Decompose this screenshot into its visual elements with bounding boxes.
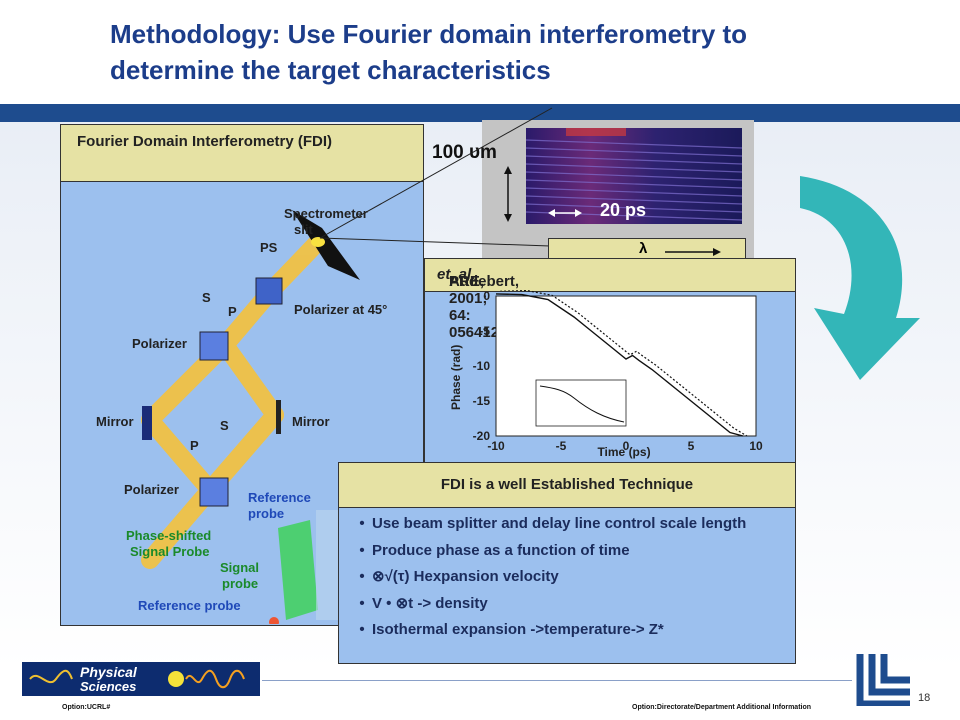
x-tick-label: 5 bbox=[688, 439, 695, 453]
technique-bullet-list: •Use beam splitter and delay line contro… bbox=[352, 514, 746, 647]
bullet-item: •Use beam splitter and delay line contro… bbox=[359, 515, 747, 532]
label-phase-shifted-1: Phase-shifted bbox=[126, 528, 211, 543]
page-number: 18 bbox=[918, 692, 931, 704]
footer-right-text: Option:Directorate/Department Additional… bbox=[632, 704, 812, 711]
bullet-item: •V • ⊗t -> density bbox=[359, 594, 488, 612]
label-p-mid: P bbox=[190, 438, 199, 453]
y-tick-label: -10 bbox=[473, 359, 491, 373]
y-axis-label: Phase (rad) bbox=[449, 345, 463, 410]
x-tick-label: -10 bbox=[487, 439, 505, 453]
bullet-item: •Produce phase as a function of time bbox=[359, 541, 630, 559]
mirror-left bbox=[142, 406, 152, 440]
label-signal-probe-2: probe bbox=[222, 576, 258, 591]
x-tick-label: 10 bbox=[749, 439, 763, 453]
llnl-logo-icon bbox=[856, 654, 910, 706]
label-phase-shifted-2: Signal Probe bbox=[130, 544, 209, 559]
footer-left-text: Option:UCRL# bbox=[62, 704, 111, 711]
target-screen bbox=[278, 520, 318, 620]
curved-arrow-icon bbox=[800, 176, 920, 380]
y-tick-label: -15 bbox=[473, 394, 491, 408]
polarizer-cube-bottom bbox=[199, 477, 229, 507]
fdi-panel-header: Fourier Domain Interferometry (FDI) bbox=[61, 125, 423, 182]
connector-lines bbox=[319, 107, 553, 247]
y-tick-label: -20 bbox=[473, 429, 491, 443]
label-slit: slit bbox=[294, 222, 313, 237]
label-polarizer-45: Polarizer at 45° bbox=[294, 302, 387, 317]
citation-text: Audebert, et. al. PRE, 2001; 64: 056412 bbox=[437, 266, 520, 341]
lambda-label: λ bbox=[639, 240, 648, 257]
label-mirror-right: Mirror bbox=[292, 414, 330, 429]
polarizer-cube-top bbox=[199, 331, 229, 361]
label-s-mid: S bbox=[220, 418, 229, 433]
phase-chart: 0 -5 -10 -15 -20 -10 -5 0 5 10 Phase (rad) Time … bbox=[449, 290, 763, 459]
bullet-item: •Isothermal expansion ->temperature-> Z* bbox=[359, 621, 664, 638]
footer-divider bbox=[262, 680, 852, 681]
label-p-top: P bbox=[228, 304, 237, 319]
horizontal-scale-arrow bbox=[548, 209, 582, 217]
fdi-panel-title: Fourier Domain Interferometry (FDI) bbox=[77, 133, 333, 150]
physical-sciences-logo: Physical Sciences bbox=[22, 662, 260, 696]
inset-series bbox=[539, 385, 625, 423]
label-spectrometer: Spectrometer bbox=[284, 206, 368, 221]
label-mirror-left: Mirror bbox=[96, 414, 134, 429]
y-tick-label: 0 bbox=[483, 290, 490, 303]
fringe-image bbox=[526, 128, 742, 224]
y-tick-label: -5 bbox=[479, 324, 490, 338]
label-reference-probe-1: Reference bbox=[248, 490, 311, 505]
technique-panel-title: FDI is a well Established Technique bbox=[440, 476, 694, 493]
vertical-scale-label: 100 υm bbox=[432, 142, 497, 163]
x-tick-label: 0 bbox=[623, 439, 630, 453]
slide-title: Methodology: Use Fourier domain interfer… bbox=[110, 19, 748, 85]
polarizer-45-cube bbox=[255, 277, 283, 305]
spectrometer-slit bbox=[292, 210, 360, 280]
x-axis-label: Time (ps) bbox=[597, 445, 650, 459]
label-signal-probe-1: Signal bbox=[220, 560, 259, 575]
vertical-scale-arrow bbox=[504, 166, 512, 222]
technique-panel-header: FDI is a well Established Technique bbox=[338, 462, 796, 508]
label-polarizer-top: Polarizer bbox=[132, 336, 187, 351]
label-reference-probe-2: probe bbox=[248, 506, 284, 521]
title-band bbox=[0, 104, 960, 122]
x-tick-label: -5 bbox=[556, 439, 567, 453]
lambda-arrow-icon bbox=[665, 248, 721, 256]
label-reference-probe-bottom: Reference probe bbox=[138, 598, 241, 613]
label-ps: PS bbox=[260, 240, 278, 255]
label-polarizer-bottom: Polarizer bbox=[124, 482, 179, 497]
horizontal-scale-label: 20 ps bbox=[600, 200, 647, 220]
bullet-item: •⊗√(τ) Ηexpansion velocity bbox=[359, 568, 559, 585]
label-s-top: S bbox=[202, 290, 211, 305]
phase-series-line bbox=[495, 293, 744, 437]
logo-swirl-icon bbox=[29, 669, 73, 684]
logo-wave-icon bbox=[168, 669, 245, 689]
mirror-right bbox=[276, 400, 281, 434]
phase-graph-header: Audebert, et. al. PRE, 2001; 64: 056412 bbox=[424, 258, 796, 341]
